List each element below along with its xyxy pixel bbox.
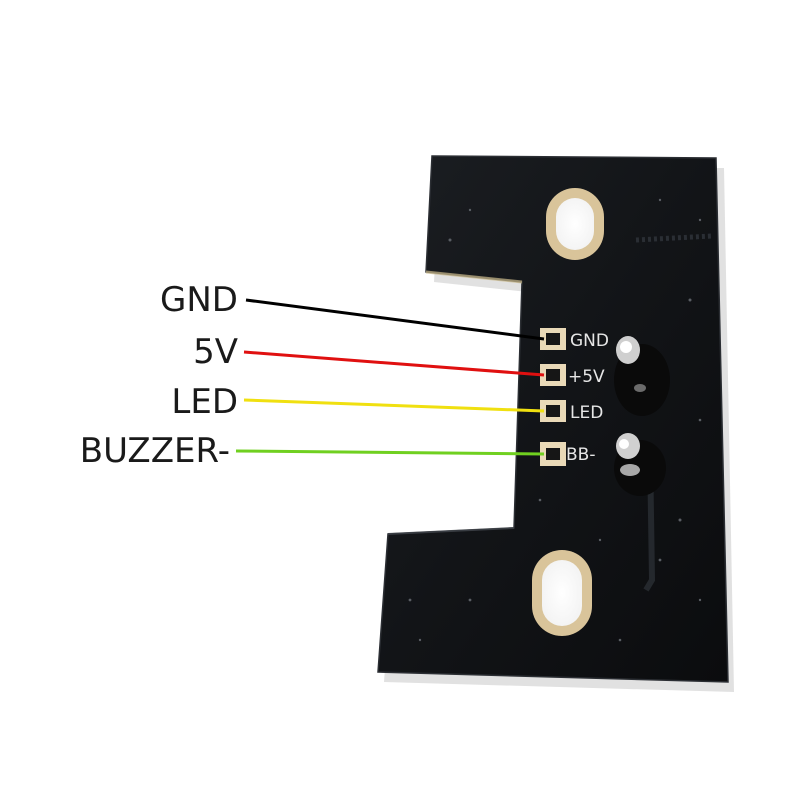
callout-buzzer: BUZZER-: [79, 431, 230, 471]
top-mounting-slot: [546, 188, 604, 260]
board-specks: [408, 198, 702, 642]
silkscreen-5v: +5V: [568, 367, 605, 387]
solder-blob-bottom: [614, 433, 666, 496]
board-edge-highlight: [425, 270, 523, 284]
bottom-mounting-slot: [532, 550, 592, 636]
solder-pads: [540, 328, 566, 466]
wire-gnd: [245, 298, 545, 341]
callout-led: LED: [171, 382, 238, 422]
solder-blob-top: [614, 336, 670, 416]
silkscreen-gnd: GND: [570, 331, 609, 351]
wire-buzzer: [235, 449, 545, 456]
wire-led: [243, 398, 545, 413]
silkscreen-bb: BB-: [566, 445, 595, 465]
wire-5v: [243, 350, 545, 377]
silkscreen-led: LED: [570, 403, 603, 423]
callout-5v: 5V: [193, 332, 238, 372]
callout-gnd: GND: [160, 280, 238, 320]
